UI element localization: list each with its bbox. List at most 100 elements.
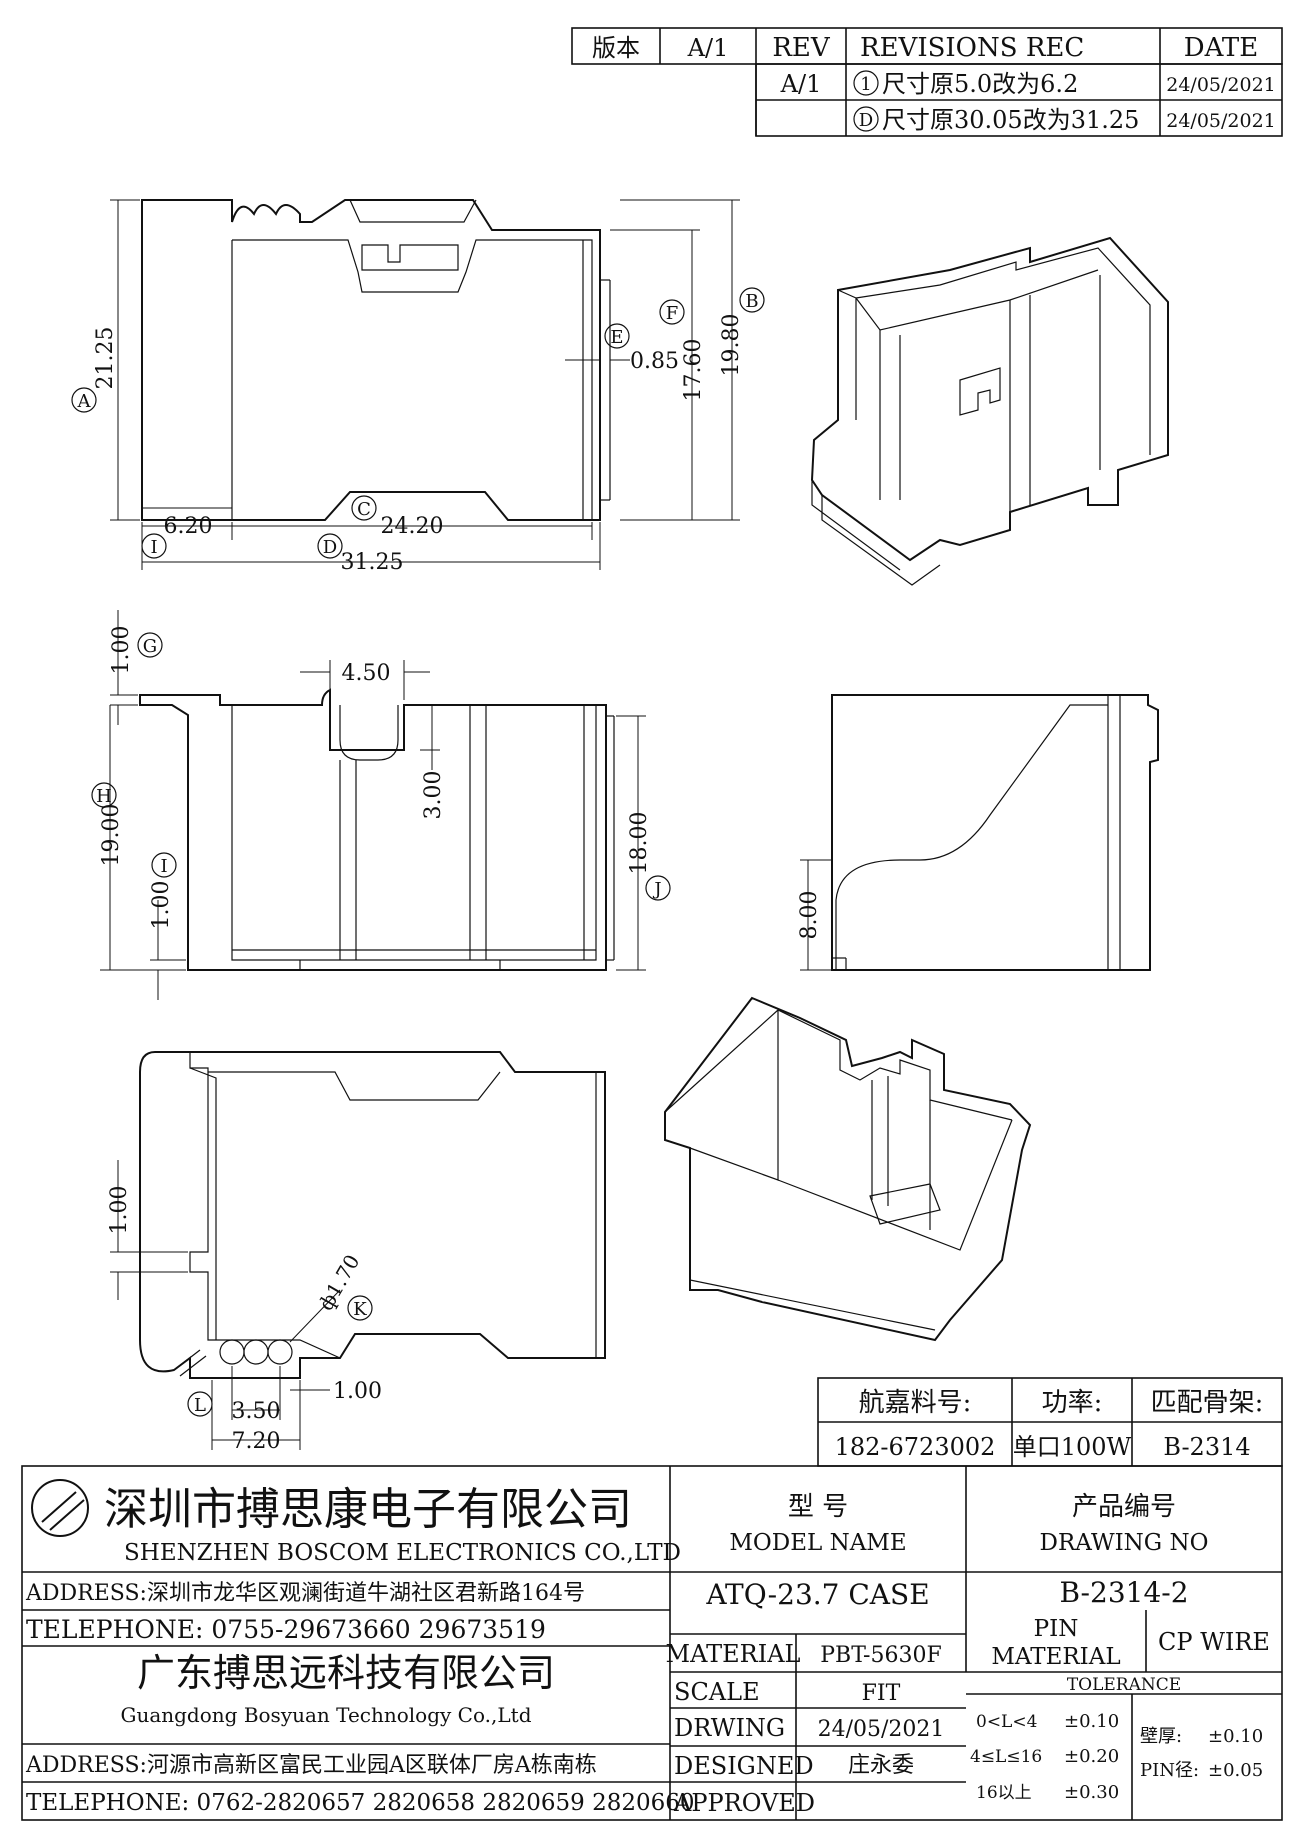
spec-power-value: 单口100W xyxy=(1013,1433,1132,1461)
telephone2: TELEPHONE: 0762-2820657 2820658 2820659 … xyxy=(26,1790,695,1816)
spec-power-label: 功率: xyxy=(1042,1388,1103,1418)
front-view-dimensions: 1.00 G 4.50 3.00 19.00 H 1.00 I 18.00 J xyxy=(91,610,671,1000)
model-cn: 型 号 xyxy=(788,1492,848,1522)
approved-label: APPROVED xyxy=(673,1789,815,1817)
dim-I-label: I xyxy=(150,537,157,558)
pin-dia-tol: ±0.05 xyxy=(1208,1760,1263,1781)
front-view xyxy=(139,688,615,971)
dim-bottom-width: 7.20 xyxy=(232,1429,281,1454)
rev-rec-label: REVISIONS REC xyxy=(860,33,1084,63)
model-en: MODEL NAME xyxy=(729,1530,906,1556)
rev-row1-text: 尺寸原5.0改为6.2 xyxy=(882,70,1078,98)
bottom-view-dimensions: 1.00 ф1.70 K 1.00 3.50 7.20 L xyxy=(107,1160,382,1454)
tol-range-2: 4≤L≤16 xyxy=(970,1747,1042,1767)
dim-I2-value: 1.00 xyxy=(149,881,174,930)
dim-A-label: A xyxy=(77,391,92,412)
pin-label-1: PIN xyxy=(1034,1616,1079,1642)
company2-en: Guangdong Bosyuan Technology Co.,Ltd xyxy=(120,1703,531,1727)
dim-slot-depth: 3.00 xyxy=(421,771,446,820)
dim-C-label: C xyxy=(357,499,371,520)
address2: ADDRESS:河源市高新区富民工业园A区联体厂房A栋南栋 xyxy=(25,1753,597,1778)
spec-part-value: 182-6723002 xyxy=(835,1433,996,1461)
top-view-dimensions: 21.25 A 19.80 B 17.60 F E 0.85 C 24.20 6… xyxy=(71,199,765,575)
top-view xyxy=(141,199,611,521)
tol-range-3: 16以上 xyxy=(976,1783,1032,1803)
model-value: ATQ-23.7 CASE xyxy=(705,1578,929,1611)
dim-bottom-v1: 1.00 xyxy=(107,1186,132,1235)
dim-I2-label: I xyxy=(160,856,167,877)
title-block: 深圳市搏思康电子有限公司 SHENZHEN BOSCOM ELECTRONICS… xyxy=(21,1465,1283,1821)
address1: ADDRESS:深圳市龙华区观澜街道牛湖社区君新路164号 xyxy=(25,1581,585,1606)
dim-slot-width: 4.50 xyxy=(342,661,391,686)
wall-tol: ±0.10 xyxy=(1208,1726,1263,1747)
rev-version-label: 版本 xyxy=(592,34,640,62)
dim-H-label: H xyxy=(96,786,112,807)
tol-value-1: ±0.10 xyxy=(1064,1711,1119,1732)
drawing-cn: 产品编号 xyxy=(1072,1492,1176,1522)
drawing-value: B-2314-2 xyxy=(1059,1576,1188,1609)
revision-table: 版本 A/1 REV REVISIONS REC DATE A/1 1 尺寸原5… xyxy=(571,27,1283,137)
dim-D-label: D xyxy=(323,537,337,558)
side-view-dimensions: 8.00 xyxy=(797,859,832,971)
dim-F-value: 17.60 xyxy=(681,339,706,402)
iso-view-bottom xyxy=(664,996,1032,1342)
dim-bottom-pitch: 3.50 xyxy=(232,1399,281,1424)
dim-L-label: L xyxy=(194,1395,206,1416)
rev-date-label: DATE xyxy=(1184,33,1259,63)
company-logo xyxy=(31,1479,89,1537)
wall-label: 壁厚: xyxy=(1140,1726,1182,1747)
designed-value: 庄永委 xyxy=(848,1753,914,1778)
rev-row1-rev: A/1 xyxy=(780,70,822,98)
tol-value-3: ±0.30 xyxy=(1064,1782,1119,1803)
tolerance-label: TOLERANCE xyxy=(1067,1675,1181,1695)
drwing-value: 24/05/2021 xyxy=(818,1717,945,1742)
dim-E-label: E xyxy=(610,327,623,348)
tol-value-2: ±0.20 xyxy=(1064,1746,1119,1767)
rev-label: REV xyxy=(772,33,831,63)
company1-en: SHENZHEN BOSCOM ELECTRONICS CO.,LTD xyxy=(124,1540,681,1566)
designed-label: DESIGNED xyxy=(674,1752,814,1780)
bottom-view xyxy=(139,1051,606,1379)
material-value: PBT-5630F xyxy=(820,1643,942,1668)
pin-label-2: MATERIAL xyxy=(991,1644,1120,1670)
rev-version-value: A/1 xyxy=(687,34,729,62)
rev-row1-date: 24/05/2021 xyxy=(1166,74,1276,96)
dim-J-label: J xyxy=(652,879,661,900)
company2-cn: 广东搏思远科技有限公司 xyxy=(137,1651,555,1695)
drwing-label: DRWING xyxy=(674,1714,785,1742)
rev-row2-mark: D xyxy=(859,110,873,131)
dim-E-value: 0.85 xyxy=(630,349,679,374)
dim-bottom-gap: 1.00 xyxy=(333,1379,382,1404)
dim-B-value: 19.80 xyxy=(719,314,744,377)
dim-J-value: 18.00 xyxy=(627,812,652,875)
spec-bobbin-value: B-2314 xyxy=(1163,1433,1250,1461)
rev-row2-text: 尺寸原30.05改为31.25 xyxy=(882,106,1139,134)
dim-D-value: 31.25 xyxy=(341,550,404,575)
dim-A-value: 21.25 xyxy=(93,327,118,390)
dim-G-label: G xyxy=(143,636,157,657)
dim-G-value: 1.00 xyxy=(109,626,134,675)
dim-F-label: F xyxy=(666,303,679,324)
spec-table: 航嘉料号: 功率: 匹配骨架: 182-6723002 单口100W B-231… xyxy=(817,1377,1283,1467)
pin-dia-label: PIN径: xyxy=(1140,1760,1199,1781)
drawing-en: DRAWING NO xyxy=(1040,1530,1209,1556)
telephone1: TELEPHONE: 0755-29673660 29673519 xyxy=(26,1615,546,1644)
material-label: MATERIAL xyxy=(666,1640,801,1668)
dim-C-value: 24.20 xyxy=(381,514,444,539)
company1-cn: 深圳市搏思康电子有限公司 xyxy=(104,1484,632,1535)
side-view xyxy=(831,694,1159,971)
dim-K-label: K xyxy=(353,1299,367,1320)
dim-B-label: B xyxy=(745,291,758,312)
spec-part-label: 航嘉料号: xyxy=(859,1388,972,1418)
company-logo-mark xyxy=(41,1491,85,1531)
dim-I-value: 6.20 xyxy=(164,514,213,539)
dim-side-height: 8.00 xyxy=(797,891,822,940)
iso-view-top xyxy=(810,236,1169,586)
scale-label: SCALE xyxy=(674,1678,760,1706)
scale-value: FIT xyxy=(862,1681,901,1706)
spec-bobbin-label: 匹配骨架: xyxy=(1151,1388,1264,1418)
pin-value: CP WIRE xyxy=(1158,1628,1270,1656)
rev-row2-date: 24/05/2021 xyxy=(1166,110,1276,132)
dim-H-value: 19.00 xyxy=(99,804,124,867)
